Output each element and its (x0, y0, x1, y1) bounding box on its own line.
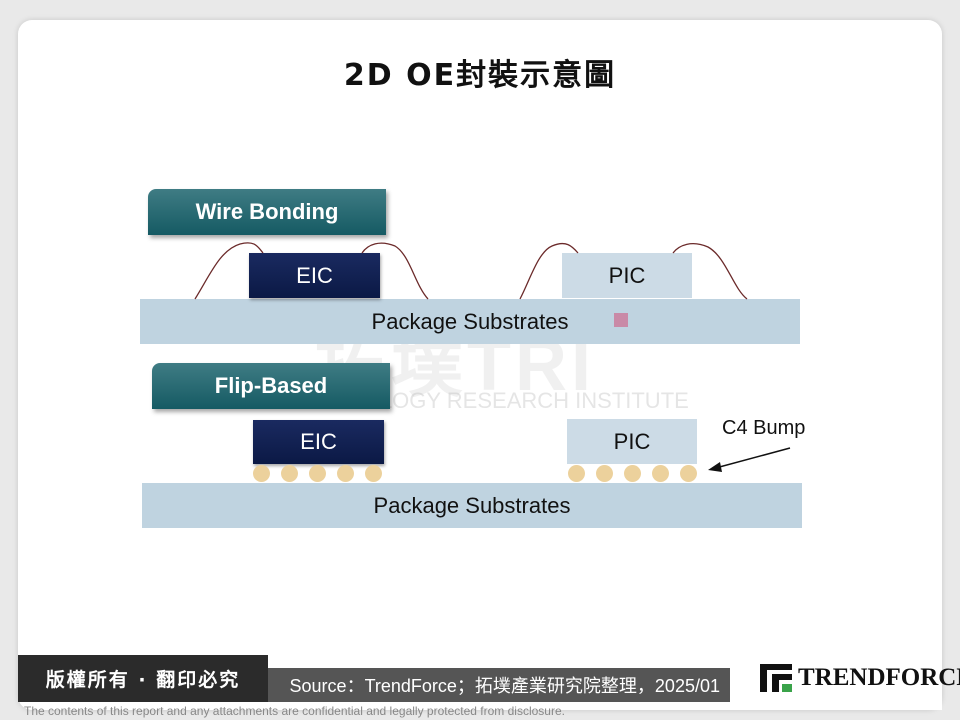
wire-bonding-pic-chip: PIC (562, 253, 692, 298)
wire-bonding-substrate: Package Substrates (140, 299, 800, 344)
page-title: 2D OE封裝示意圖 (343, 58, 617, 93)
trendforce-logo: TRENDFORCE (760, 664, 960, 692)
c4-bump (253, 465, 270, 482)
wire-bonding-eic-chip: EIC (249, 253, 380, 298)
c4-bump (596, 465, 613, 482)
bond-wire-eic-left (194, 242, 264, 300)
c4-bump (337, 465, 354, 482)
wire-bonding-label: Wire Bonding (148, 189, 386, 235)
c4-bump (309, 465, 326, 482)
flip-based-label: Flip-Based (152, 363, 390, 409)
source-note: Source：TrendForce；拓墣產業研究院整理，2025/01 (268, 668, 730, 702)
logo-panel (740, 637, 942, 710)
substrate-marker (614, 313, 628, 327)
flip-based-pic-chip: PIC (567, 419, 697, 464)
trendforce-logo-text: TRENDFORCE (798, 664, 960, 691)
bond-wire-pic-left (519, 242, 579, 300)
flip-based-substrate: Package Substrates (142, 483, 802, 528)
c4-bump (365, 465, 382, 482)
disclaimer-text: The contents of this report and any atta… (24, 704, 565, 718)
c4-bump (680, 465, 697, 482)
c4-arrow-line (711, 447, 791, 470)
copyright-banner: 版權所有 · 翻印必究 (18, 655, 268, 702)
bond-wire-pic-right (672, 243, 748, 300)
c4-bump (568, 465, 585, 482)
c4-bump-label: C4 Bump (722, 417, 806, 439)
c4-bump (281, 465, 298, 482)
c4-bump (652, 465, 669, 482)
bond-wire-eic-right (361, 242, 429, 300)
c4-bump (624, 465, 641, 482)
c4-arrow-head (708, 462, 722, 472)
flip-based-eic-chip: EIC (253, 420, 384, 464)
trendforce-logo-icon (760, 664, 792, 692)
